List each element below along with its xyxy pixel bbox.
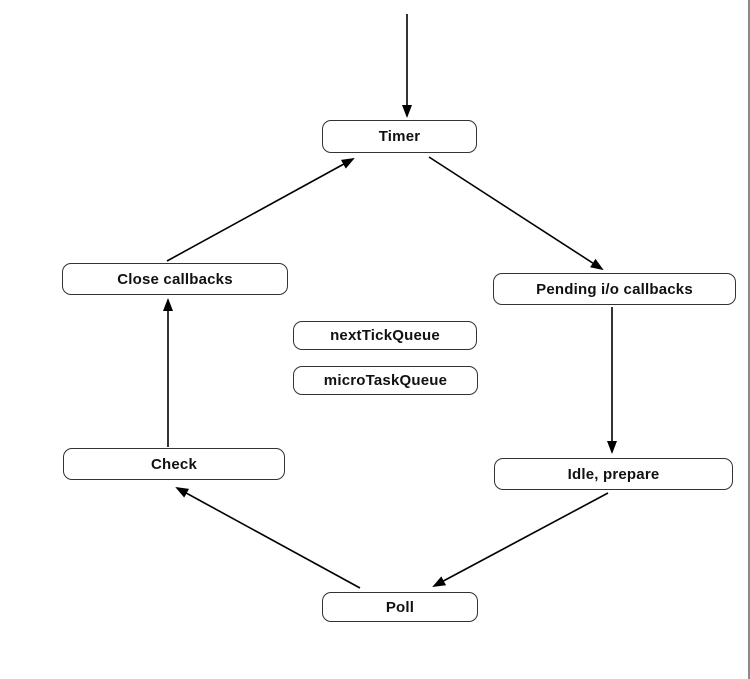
node-micro-task-queue: microTaskQueue [293,366,478,395]
arrow-close-callbacks-to-timer [166,158,355,262]
node-poll: Poll [322,592,478,622]
window-right-border [748,0,750,679]
node-idle-prepare: Idle, prepare [494,458,733,490]
arrow-timer-to-pending-io-callbacks [428,156,604,271]
arrow-poll-to-check [175,487,361,589]
node-timer: Timer [322,120,477,153]
node-check: Check [63,448,285,480]
node-pending-io-callbacks: Pending i/o callbacks [493,273,736,305]
node-next-tick-queue: nextTickQueue [293,321,477,350]
arrow-idle-prepare-to-poll [432,492,609,587]
node-close-callbacks: Close callbacks [62,263,288,295]
